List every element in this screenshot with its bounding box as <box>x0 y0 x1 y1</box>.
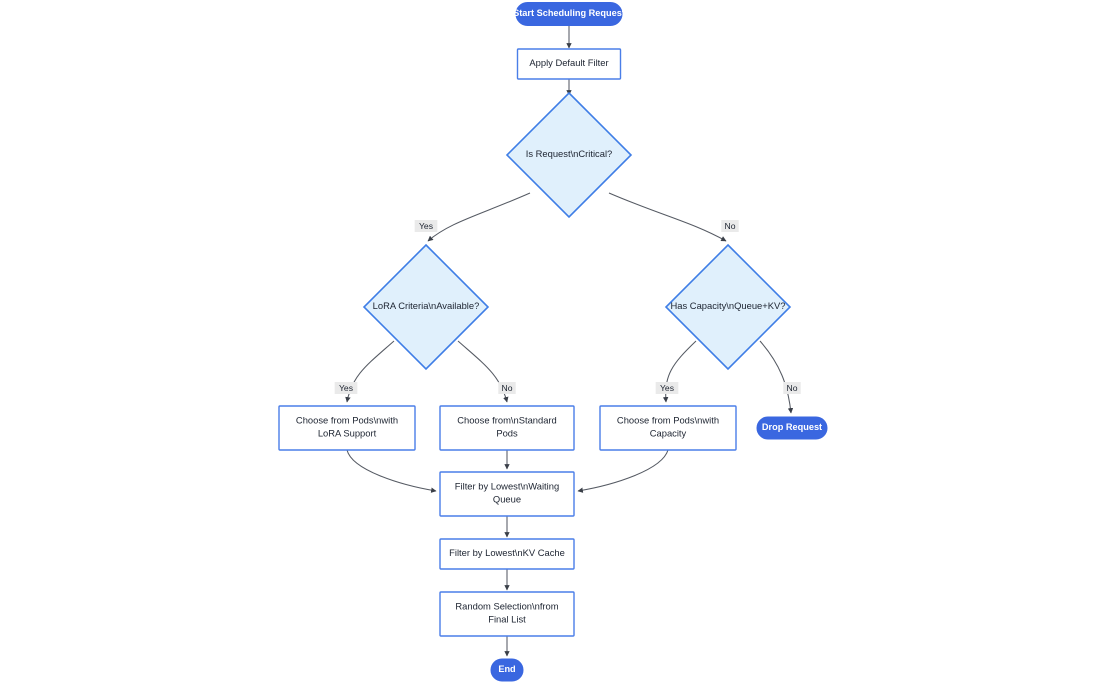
edge-critical-to-lora <box>427 192 531 242</box>
node-shape-diamond <box>664 243 792 371</box>
node-start[interactable]: Start Scheduling Request <box>513 2 625 26</box>
node-shape-rect <box>439 471 575 517</box>
node-shape-diamond <box>362 243 490 371</box>
edge-label-text: No <box>502 383 513 393</box>
node-shape-rect <box>599 405 737 451</box>
edge-label-capacity-yes: Yes <box>655 382 679 394</box>
edge-label-background <box>721 220 739 232</box>
edge-label-background <box>498 382 516 394</box>
node-filter_kv[interactable]: Filter by Lowest\nKV Cache <box>439 538 575 570</box>
node-shape-stadium <box>756 416 828 440</box>
node-label-apply: Apply Default Filter <box>529 57 608 68</box>
node-shape-rect <box>439 405 575 451</box>
edge-label-background <box>334 382 358 394</box>
node-drop[interactable]: Drop Request <box>756 416 828 440</box>
node-critical[interactable]: Is Request\nCritical? <box>505 91 633 219</box>
node-label-filter_kv: Filter by Lowest\nKV Cache <box>449 547 565 558</box>
edge-label-background <box>655 382 679 394</box>
node-apply[interactable]: Apply Default Filter <box>516 48 622 80</box>
node-shape-rect <box>278 405 416 451</box>
node-label-drop: Drop Request <box>762 422 822 432</box>
node-label-lora: LoRA Criteria\nAvailable? <box>373 300 480 311</box>
node-end[interactable]: End <box>490 658 524 682</box>
edge-lora-to-pods_lora <box>345 340 395 403</box>
edge-capacity-to-pods_cap <box>662 340 697 403</box>
node-label-critical: Is Request\nCritical? <box>526 148 613 159</box>
node-label-end: End <box>498 664 515 674</box>
edge-label-capacity-no: No <box>783 382 801 394</box>
node-shape-stadium <box>490 658 524 682</box>
node-shape-rect <box>439 538 575 570</box>
edge-label-background <box>783 382 801 394</box>
edge-label-background <box>414 220 438 232</box>
node-shape-stadium <box>515 2 623 26</box>
node-label-start: Start Scheduling Request <box>513 8 625 18</box>
edge-label-critical-no: No <box>721 220 739 232</box>
node-shape-rect <box>516 48 622 80</box>
edge-label-lora-yes: Yes <box>334 382 358 394</box>
node-capacity[interactable]: Has Capacity\nQueue+KV? <box>664 243 792 371</box>
edge-critical-to-capacity <box>608 192 727 242</box>
edge-label-critical-yes: Yes <box>414 220 438 232</box>
edge-pods_lora-to-filter_queue <box>346 449 437 493</box>
edge-pods_cap-to-filter_queue <box>577 449 669 493</box>
edge-label-text: Yes <box>339 383 353 393</box>
edge-layer <box>345 26 794 657</box>
node-shape-rect <box>439 591 575 637</box>
edge-label-text: No <box>787 383 798 393</box>
edge-label-text: Yes <box>660 383 674 393</box>
edge-lora-to-pods_std <box>457 340 509 403</box>
edge-label-text: Yes <box>419 221 433 231</box>
edge-capacity-to-drop <box>759 340 794 414</box>
node-label-capacity: Has Capacity\nQueue+KV? <box>671 300 786 311</box>
node-lora[interactable]: LoRA Criteria\nAvailable? <box>362 243 490 371</box>
edge-label-text: No <box>725 221 736 231</box>
node-shape-diamond <box>505 91 633 219</box>
edge-label-lora-no: No <box>498 382 516 394</box>
